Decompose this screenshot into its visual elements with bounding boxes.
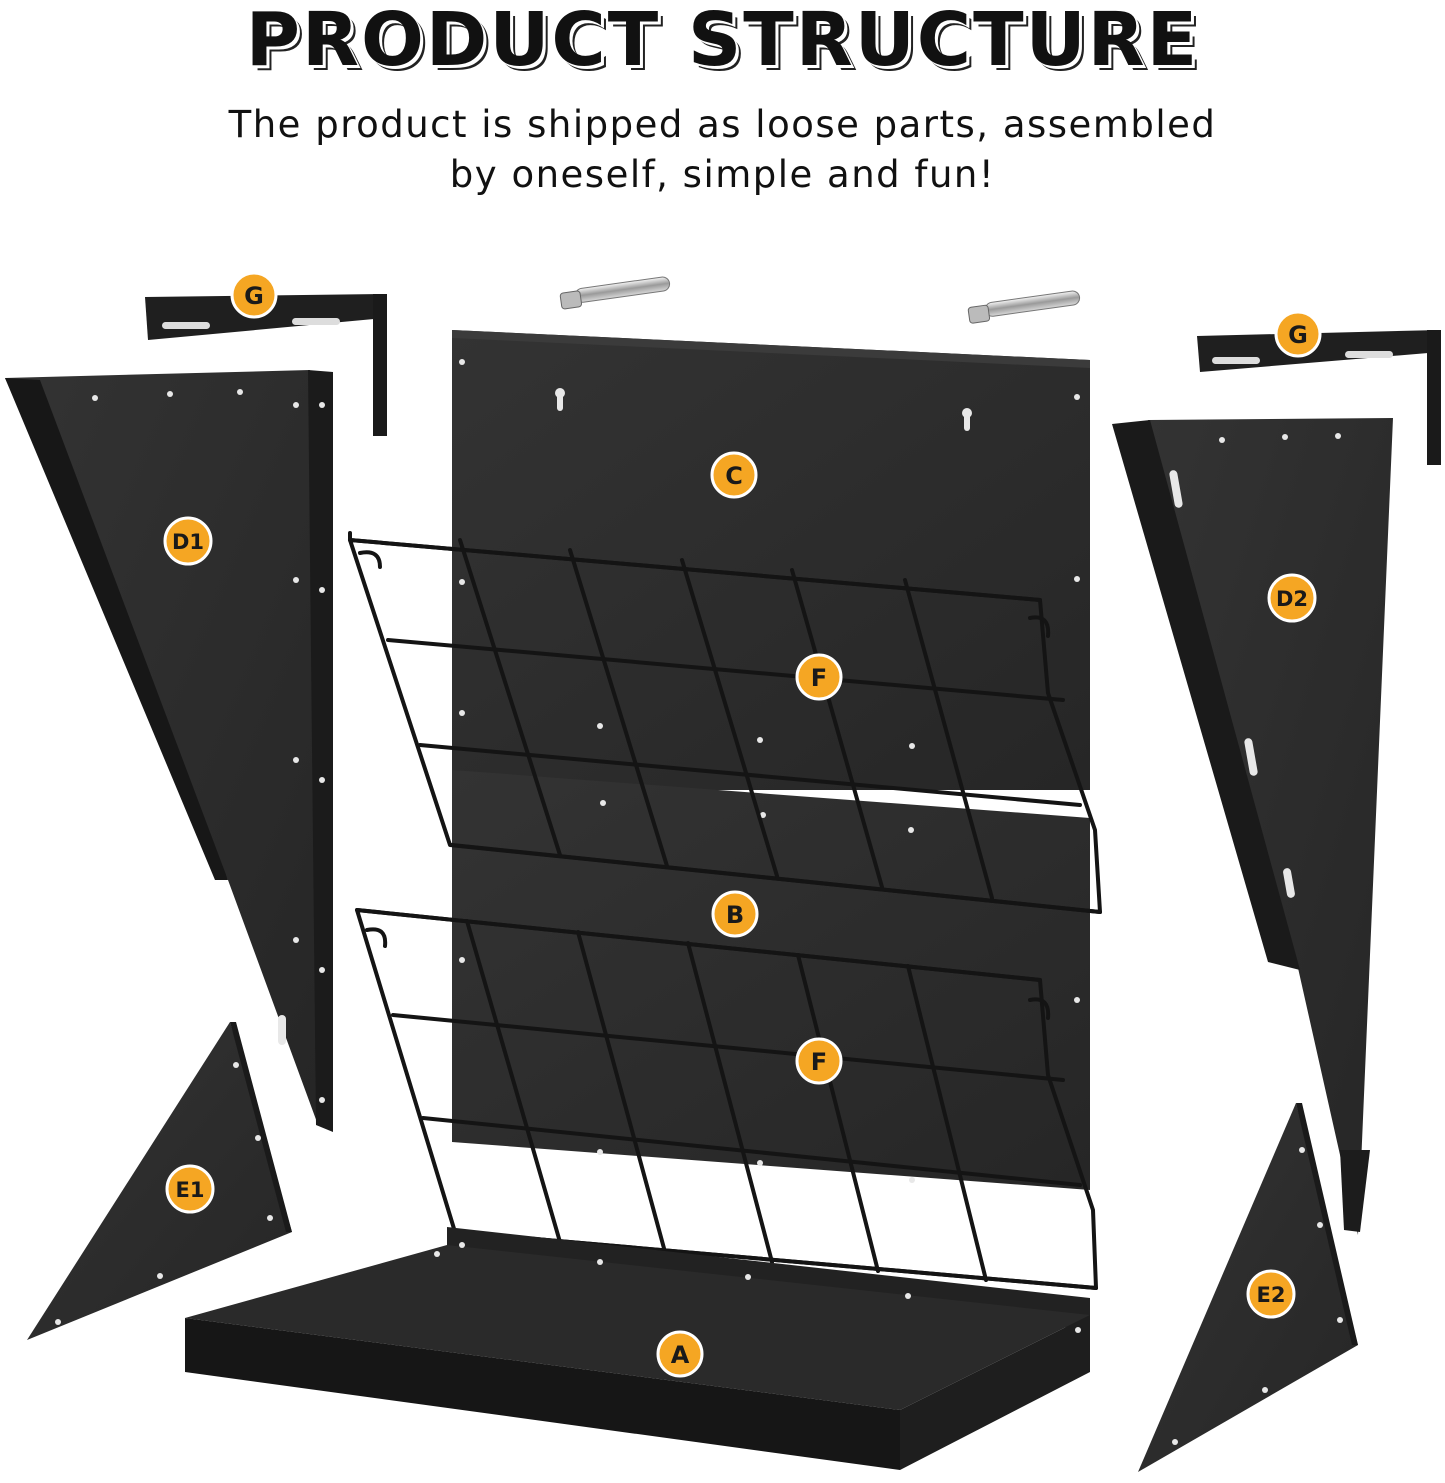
back-panel-b [452, 770, 1090, 1190]
back-panel-c [452, 330, 1090, 790]
subtitle-line-1: The product is shipped as loose parts, a… [228, 103, 1217, 146]
side-panel-d1 [5, 370, 333, 1132]
wall-anchor-right [967, 290, 1081, 324]
label-g-left: G [244, 282, 264, 310]
page-title: PRODUCT STRUCTURE [245, 0, 1200, 83]
label-d2: D2 [1276, 587, 1308, 611]
wire-rack-f-top [348, 531, 1102, 914]
wall-anchor-left [559, 276, 671, 310]
label-badge-g-right: G [1274, 310, 1322, 358]
label-a: A [671, 1341, 690, 1369]
bracket-g-right [1197, 330, 1441, 465]
label-badge-a: A [656, 1330, 704, 1378]
label-badge-e2: E2 [1246, 1269, 1296, 1319]
label-badge-d2: D2 [1267, 573, 1317, 623]
label-badge-c: C [710, 451, 758, 499]
side-panel-d2 [1112, 418, 1393, 1235]
label-e1: E1 [176, 1178, 205, 1202]
bracket-g-left [145, 294, 387, 436]
label-f-bottom: F [811, 1048, 827, 1076]
label-b: B [726, 901, 744, 929]
label-badge-d1: D1 [163, 516, 213, 566]
label-badge-b: B [711, 890, 759, 938]
page-subtitle: The product is shipped as loose parts, a… [0, 100, 1445, 200]
label-e2: E2 [1257, 1283, 1286, 1307]
label-badge-g-left: G [230, 271, 278, 319]
label-badge-f-top: F [795, 653, 843, 701]
label-c: C [725, 462, 743, 490]
label-d1: D1 [172, 530, 204, 554]
label-g-right: G [1288, 321, 1308, 349]
base-tray-a [185, 1227, 1090, 1470]
label-badge-f-bottom: F [795, 1037, 843, 1085]
triangle-e1 [27, 1022, 292, 1340]
subtitle-line-2: by oneself, simple and fun! [449, 153, 996, 196]
label-f-top: F [811, 664, 827, 692]
label-badge-e1: E1 [165, 1164, 215, 1214]
